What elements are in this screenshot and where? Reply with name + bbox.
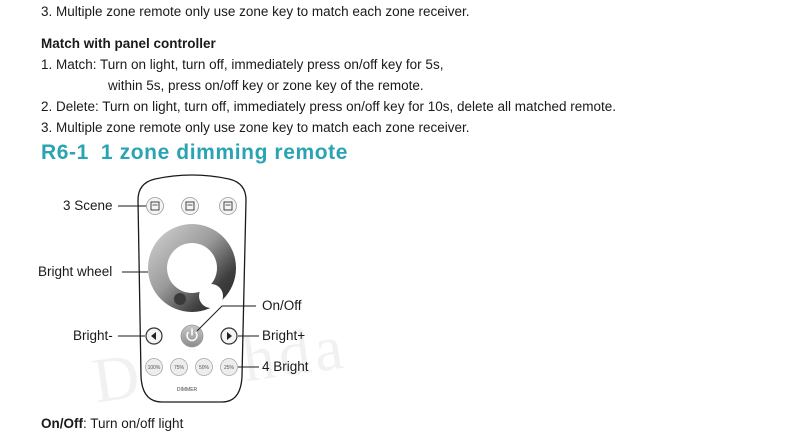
intro-line: 3. Multiple zone remote only use zone ke…	[41, 4, 470, 19]
callout-lines	[118, 205, 259, 368]
panel-line-2: 2. Delete: Turn on light, turn off, imme…	[41, 99, 617, 114]
save-icon	[185, 201, 195, 211]
callout-bright-plus: Bright+	[262, 328, 306, 343]
bright-plus-button[interactable]	[220, 327, 238, 345]
callout-onoff: On/Off	[262, 298, 302, 313]
brightness-wheel[interactable]	[148, 224, 236, 312]
scene-button-3[interactable]	[219, 197, 237, 215]
bright-100-button[interactable]: 100%	[145, 358, 163, 376]
callout-scene: 3 Scene	[63, 198, 113, 213]
bright-minus-button[interactable]	[145, 327, 163, 345]
callout-bright-minus: Bright-	[73, 328, 113, 343]
bright-50-button[interactable]: 50%	[195, 358, 213, 376]
triangle-right-icon	[227, 332, 232, 340]
save-icon	[150, 201, 160, 211]
footer-desc: : Turn on/off light	[83, 416, 184, 431]
scene-button-2[interactable]	[181, 197, 199, 215]
product-heading: R6-1 1 zone dimming remote	[41, 141, 348, 165]
bright-100-label: 100%	[148, 365, 161, 371]
scene-button-1[interactable]	[146, 197, 164, 215]
wheel-end-cap	[174, 293, 186, 305]
power-icon	[186, 331, 198, 342]
footer-term: On/Off	[41, 416, 83, 431]
panel-line-3: 3. Multiple zone remote only use zone ke…	[41, 120, 470, 135]
triangle-left-icon	[151, 332, 156, 340]
bright-75-label: 75%	[174, 365, 185, 371]
callout-four-bright: 4 Bright	[262, 359, 309, 374]
bright-25-button[interactable]: 25%	[220, 358, 238, 376]
product-name: 1 zone dimming remote	[100, 141, 349, 164]
panel-line-1: 1. Match: Turn on light, turn off, immed…	[41, 57, 444, 72]
save-icon	[223, 201, 233, 211]
panel-line-1-cont: within 5s, press on/off key or zone key …	[108, 78, 424, 93]
product-model: R6-1	[41, 141, 89, 164]
dimmer-label: DIMMER	[177, 387, 198, 393]
panel-section-title: Match with panel controller	[41, 36, 216, 51]
bright-75-button[interactable]: 75%	[170, 358, 188, 376]
callout-wheel: Bright wheel	[38, 264, 113, 279]
bright-50-label: 50%	[199, 365, 210, 371]
callout-line-onoff	[196, 305, 256, 332]
footer-line: On/Off: Turn on/off light	[41, 416, 183, 431]
bright-25-label: 25%	[224, 365, 235, 371]
